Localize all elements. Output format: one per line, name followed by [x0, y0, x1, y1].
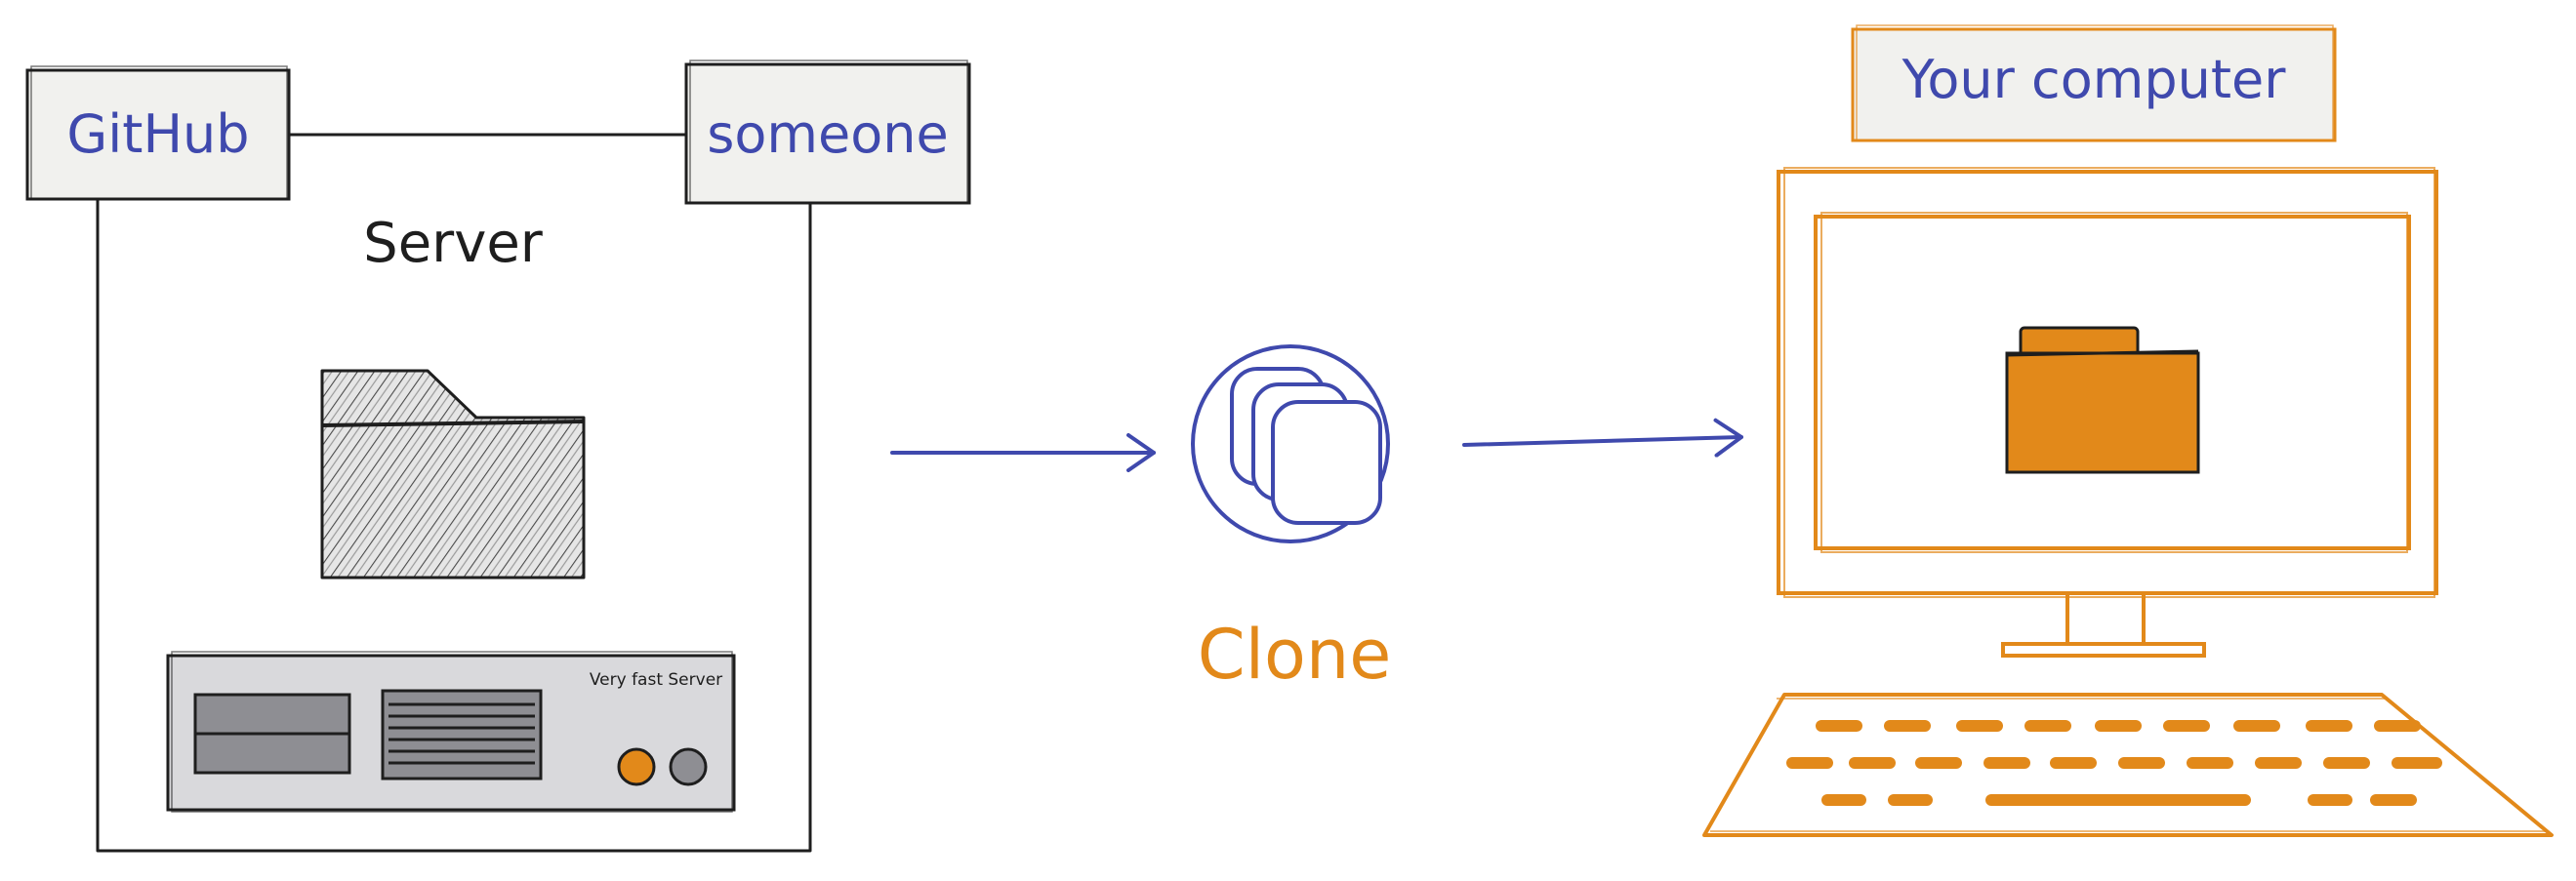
- keyboard: [1702, 693, 2554, 837]
- monitor-screen: [1814, 215, 2411, 550]
- drive-bay-top: [193, 693, 351, 736]
- someone-label-box: someone: [684, 60, 971, 205]
- server-unit-label: Very fast Server: [590, 670, 722, 690]
- status-led-orange: [617, 747, 656, 786]
- server-unit: Very fast Server: [166, 651, 736, 813]
- your-computer-label-box: Your computer: [1851, 24, 2337, 142]
- folder-hatched-icon: [320, 369, 586, 580]
- folder-filled-icon: [2005, 326, 2200, 474]
- clone-label: Clone: [1198, 615, 1392, 695]
- vent-panel: [381, 689, 543, 781]
- github-label-box: GitHub: [25, 65, 291, 201]
- computer-group: Your computer: [1702, 24, 2554, 837]
- server-title: Server: [363, 212, 544, 275]
- server-box: [96, 132, 812, 853]
- someone-label: someone: [707, 103, 948, 165]
- monitor: [1777, 167, 2438, 598]
- github-label: GitHub: [66, 103, 249, 165]
- your-computer-label: Your computer: [1901, 49, 2287, 110]
- arrow-clone-to-computer: [1462, 418, 1743, 458]
- monitor-stand: [2001, 593, 2206, 658]
- status-led-gray: [669, 747, 708, 786]
- stacked-copies-icon: [1191, 344, 1390, 543]
- drive-bay-bottom: [193, 732, 351, 775]
- server-group: GitHub someone Server: [25, 60, 971, 853]
